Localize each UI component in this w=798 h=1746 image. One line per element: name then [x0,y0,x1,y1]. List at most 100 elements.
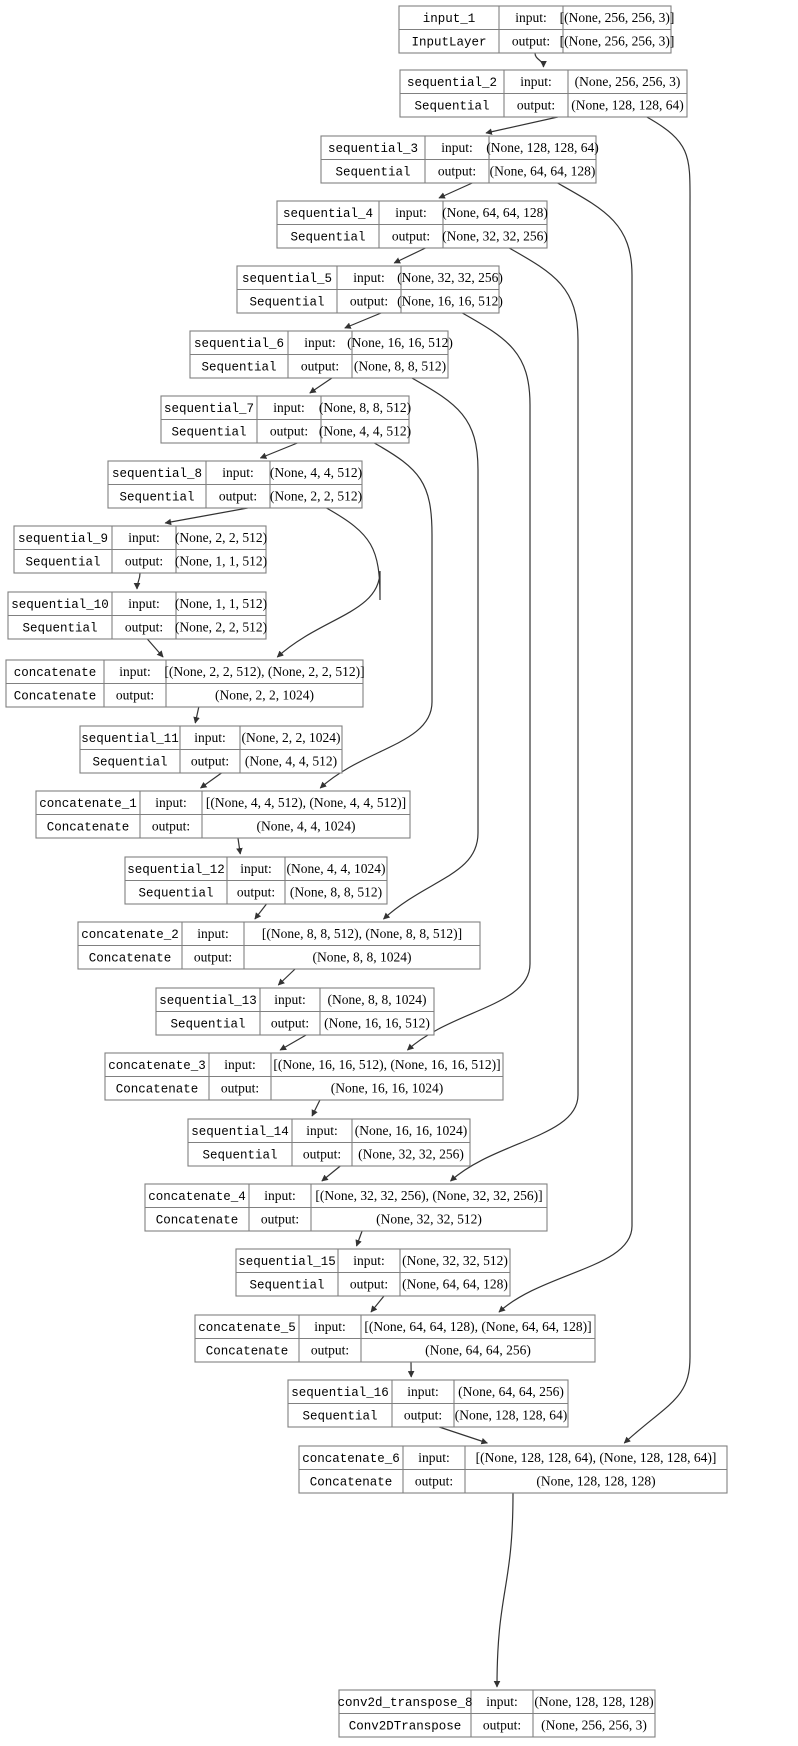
graph-node-sequential_3[interactable]: sequential_3Sequentialinput:output:(None… [320,135,599,184]
edge-sequential_15-to-concatenate_5 [370,1295,385,1313]
node-class-name: Sequential [335,166,410,180]
edge-sequential_6-to-sequential_7 [309,377,333,394]
node-layer-name: concatenate_3 [108,1059,206,1073]
graph-node-concatenate_3[interactable]: concatenate_3Concatenateinput:output:[(N… [104,1052,504,1101]
graph-node-sequential_14[interactable]: sequential_14Sequentialinput:output:(Non… [187,1118,471,1167]
node-layer-name: sequential_2 [407,76,497,90]
graph-node-sequential_6[interactable]: sequential_6Sequentialinput:output:(None… [189,330,453,379]
graph-node-conv2d_transpose_8[interactable]: conv2d_transpose_8Conv2DTransposeinput:o… [337,1689,656,1738]
node-input-label: input: [194,730,226,745]
node-input-shape: [(None, 128, 128, 64), (None, 128, 128, … [476,1450,717,1465]
node-output-shape: (None, 64, 64, 128) [402,1276,508,1291]
node-layer-name: sequential_10 [11,598,109,612]
graph-node-concatenate_2[interactable]: concatenate_2Concatenateinput:output:[(N… [77,921,481,970]
edge-layer [133,52,691,1688]
node-input-shape: [(None, 2, 2, 512), (None, 2, 2, 512)] [164,664,364,679]
node-output-label: output: [152,818,190,833]
node-output-label: output: [512,33,550,48]
node-output-label: output: [517,97,555,112]
edge-sequential_16-to-concatenate_6 [439,1426,488,1445]
graph-node-sequential_16[interactable]: sequential_16Sequentialinput:output:(Non… [287,1379,569,1428]
node-output-label: output: [221,1080,259,1095]
node-class-name: Sequential [170,1018,245,1032]
node-class-name: Sequential [25,556,100,570]
node-output-label: output: [392,228,430,243]
node-input-shape: (None, 4, 4, 512) [270,465,362,480]
node-output-shape: (None, 8, 8, 512) [354,358,446,373]
node-output-shape: (None, 128, 128, 64) [455,1407,567,1422]
node-output-label: output: [404,1407,442,1422]
node-output-shape: (None, 32, 32, 256) [442,228,548,243]
node-output-label: output: [415,1473,453,1488]
node-layer-name: sequential_6 [194,337,284,351]
graph-node-concatenate_5[interactable]: concatenate_5Concatenateinput:output:[(N… [194,1314,596,1363]
node-input-label: input: [197,926,229,941]
node-input-shape: (None, 2, 2, 512) [175,530,267,545]
graph-node-sequential_8[interactable]: sequential_8Sequentialinput:output:(None… [107,460,363,509]
node-layer-name: sequential_5 [242,272,332,286]
node-output-label: output: [350,1276,388,1291]
node-input-label: input: [264,1188,296,1203]
graph-node-sequential_5[interactable]: sequential_5Sequentialinput:output:(None… [236,265,503,314]
node-output-shape: (None, 16, 16, 1024) [331,1080,443,1095]
node-class-name: Sequential [119,491,194,505]
node-input-label: input: [486,1694,518,1709]
node-output-label: output: [116,687,154,702]
node-output-shape: (None, 32, 32, 256) [358,1146,464,1161]
node-layer-name: concatenate_6 [302,1452,400,1466]
node-layer-name: concatenate_2 [81,928,179,942]
node-input-label: input: [418,1450,450,1465]
graph-node-concatenate[interactable]: concatenateConcatenateinput:output:[(Non… [5,659,365,708]
node-input-label: input: [274,992,306,1007]
edge-sequential_12-to-concatenate_2 [254,903,267,920]
edge-sequential_2-to-concatenate_6 [623,116,691,1444]
node-input-label: input: [119,664,151,679]
node-input-shape: [(None, 16, 16, 512), (None, 16, 16, 512… [273,1057,500,1072]
node-output-shape: (None, 64, 64, 256) [425,1342,531,1357]
node-class-name: Sequential [302,1410,377,1424]
node-output-shape: (None, 8, 8, 1024) [313,949,412,964]
node-layer-name: sequential_7 [164,402,254,416]
node-output-label: output: [311,1342,349,1357]
node-output-label: output: [125,553,163,568]
graph-node-concatenate_6[interactable]: concatenate_6Concatenateinput:output:[(N… [298,1445,728,1494]
node-class-name: Concatenate [14,690,97,704]
node-layer-name: conv2d_transpose_8 [337,1696,472,1710]
node-input-shape: (None, 1, 1, 512) [175,596,267,611]
graph-node-sequential_12[interactable]: sequential_12Sequentialinput:output:(Non… [124,856,388,905]
node-layer-name: concatenate_4 [148,1190,246,1204]
graph-node-sequential_7[interactable]: sequential_7Sequentialinput:output:(None… [160,395,411,444]
edge-sequential_7-to-sequential_8 [259,442,298,459]
edge-sequential_11-to-concatenate_1 [200,772,222,789]
graph-node-sequential_9[interactable]: sequential_9Sequentialinput:output:(None… [13,525,267,574]
node-class-name: Sequential [22,622,97,636]
node-layer-name: sequential_3 [328,142,418,156]
node-input-label: input: [240,861,272,876]
graph-node-sequential_10[interactable]: sequential_10Sequentialinput:output:(Non… [7,591,267,640]
node-output-label: output: [303,1146,341,1161]
graph-node-sequential_4[interactable]: sequential_4Sequentialinput:output:(None… [276,200,548,249]
edge-sequential_9-to-sequential_10 [133,572,141,590]
node-input-label: input: [441,140,473,155]
node-output-shape: (None, 32, 32, 512) [376,1211,482,1226]
node-output-label: output: [237,884,275,899]
graph-node-sequential_13[interactable]: sequential_13Sequentialinput:output:(Non… [155,987,435,1036]
edge-sequential_14-to-concatenate_4 [321,1165,341,1182]
node-layer-name: sequential_4 [283,207,373,221]
graph-node-concatenate_1[interactable]: concatenate_1Concatenateinput:output:[(N… [35,790,411,839]
node-input-label: input: [304,335,336,350]
graph-node-concatenate_4[interactable]: concatenate_4Concatenateinput:output:[(N… [144,1183,548,1232]
node-class-name: Sequential [171,426,246,440]
node-layer-name: concatenate_5 [198,1321,296,1335]
edge-sequential_3-to-concatenate_5 [498,182,633,1313]
graph-node-sequential_11[interactable]: sequential_11Sequentialinput:output:(Non… [79,725,343,774]
graph-node-sequential_2[interactable]: sequential_2Sequentialinput:output:(None… [399,69,688,118]
node-input-shape: (None, 8, 8, 1024) [328,992,427,1007]
node-output-label: output: [261,1211,299,1226]
edge-concatenate_4-to-sequential_15 [355,1230,363,1247]
graph-node-sequential_15[interactable]: sequential_15Sequentialinput:output:(Non… [235,1248,511,1297]
edge-concatenate_3-to-sequential_14 [311,1099,321,1117]
